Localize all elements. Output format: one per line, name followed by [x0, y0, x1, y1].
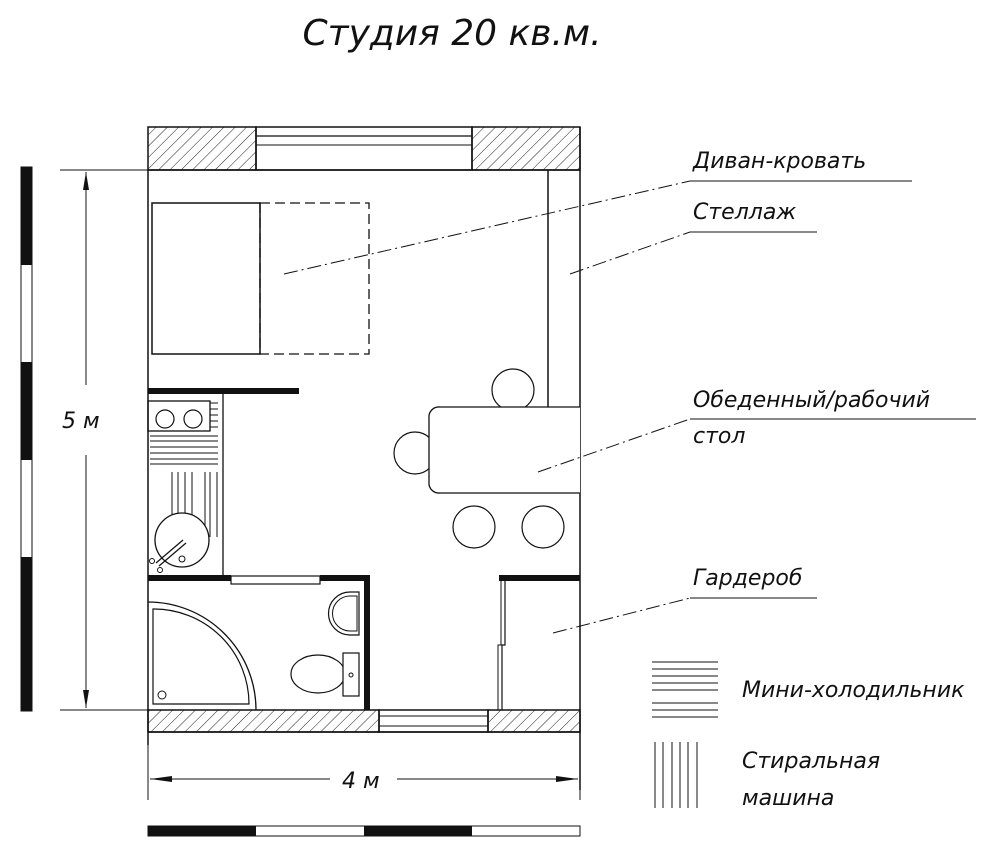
- legend-fridge: Мини-холодильник: [652, 661, 965, 718]
- svg-text:4 м: 4 м: [342, 769, 380, 794]
- cooktop: [147, 400, 218, 432]
- annotation-wardrobe: Гардероб: [690, 566, 817, 599]
- dining-table: [393, 368, 580, 549]
- svg-text:машина: машина: [742, 786, 834, 811]
- page-title: Студия 20 кв.м.: [302, 13, 601, 54]
- window-top: [255, 126, 473, 171]
- bathroom-door: [230, 575, 321, 585]
- washbasin: [327, 591, 360, 636]
- annotation-table: Обеденный/рабочий стол: [690, 388, 976, 449]
- svg-text:Мини-холодильник: Мини-холодильник: [742, 678, 965, 703]
- svg-text:Диван-кровать: Диван-кровать: [692, 149, 866, 174]
- vertical-scale-bar: [20, 166, 33, 712]
- horizontal-scale-bar: [147, 825, 581, 837]
- bottom-wall: [147, 709, 581, 733]
- annotation-sofa: Диван-кровать: [690, 149, 912, 182]
- bathroom-walls: [148, 575, 370, 710]
- washer-pattern-icon: [654, 742, 698, 808]
- legend-washer: Стиральная машина: [654, 742, 880, 811]
- svg-text:стол: стол: [693, 424, 745, 449]
- svg-text:5 м: 5 м: [62, 409, 100, 434]
- height-dimension: 5 м: [60, 169, 148, 711]
- entrance-door: [378, 709, 489, 733]
- wardrobe: [497, 575, 580, 710]
- sofa-bed: [151, 202, 370, 355]
- top-wall: [147, 126, 581, 171]
- mini-fridge: [150, 435, 218, 465]
- shower-tray: [147, 601, 257, 711]
- svg-text:Стеллаж: Стеллаж: [693, 200, 796, 225]
- fridge-pattern-icon: [652, 661, 718, 718]
- kitchen-sink: [149, 512, 210, 573]
- width-dimension: 4 м: [147, 732, 581, 800]
- toilet: [290, 652, 360, 697]
- annotation-shelf: Стеллаж: [690, 200, 817, 233]
- leader-lines: [283, 180, 691, 634]
- svg-text:Стиральная: Стиральная: [742, 749, 880, 774]
- kitchen-partition: [148, 388, 299, 394]
- svg-text:Обеденный/рабочий: Обеденный/рабочий: [693, 388, 930, 413]
- svg-text:Гардероб: Гардероб: [693, 566, 802, 591]
